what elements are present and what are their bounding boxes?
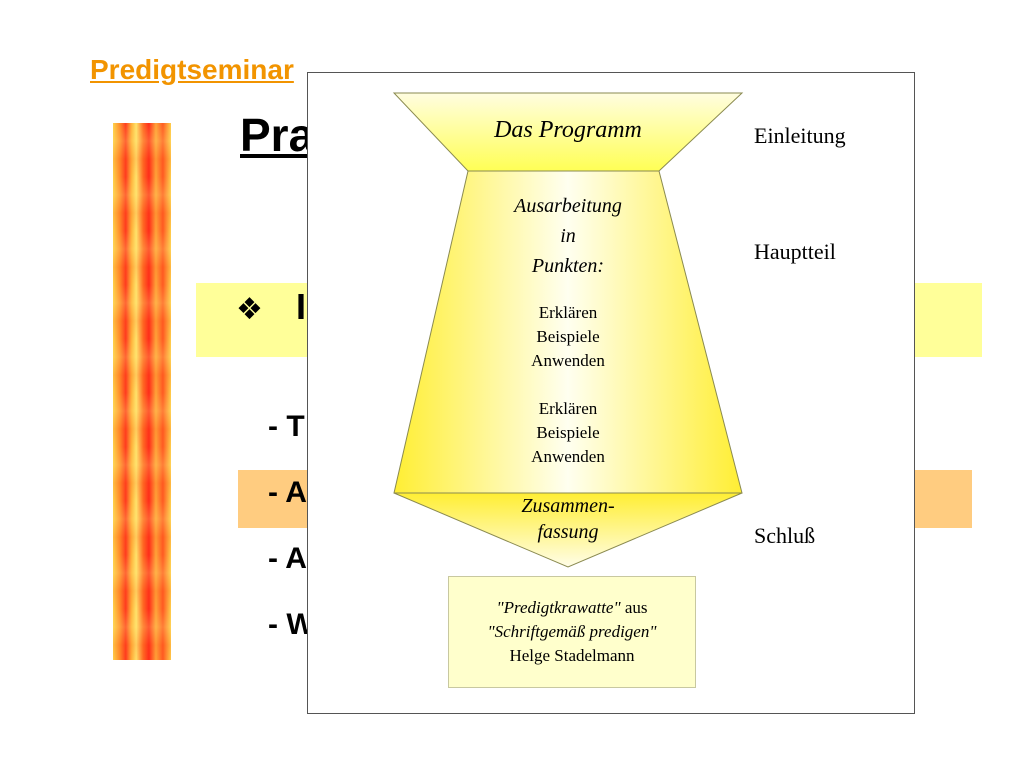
header-link[interactable]: Predigtseminar <box>90 54 294 85</box>
work-heading: Ausarbeitung in Punkten: <box>468 191 668 281</box>
diamond-bullet-icon: ❖ <box>236 292 263 327</box>
source-connector: aus <box>620 598 648 617</box>
list-item: Beispiele <box>536 327 600 346</box>
label-main: Hauptteil <box>754 239 836 264</box>
summary-line: Zusammen- <box>521 495 615 517</box>
label-intro: Einleitung <box>754 123 846 148</box>
funnel-title: Das Programm <box>494 117 642 143</box>
list-item: Erklären <box>538 303 598 322</box>
list-item: Anwenden <box>531 351 605 370</box>
work-heading-line: Punkten: <box>531 255 605 277</box>
work-heading-line: in <box>560 225 576 247</box>
flame-decoration <box>113 123 171 660</box>
work-list: Erklären Beispiele Anwenden <box>468 301 668 373</box>
sub-item: - W <box>268 608 308 641</box>
source-citation: "Predigtkrawatte" aus "Schriftgemäß pred… <box>448 576 696 688</box>
work-heading-line: Ausarbeitung <box>514 195 622 217</box>
sub-item: - A <box>268 476 307 509</box>
sub-item: - A <box>268 542 307 575</box>
list-item: Erklären <box>538 399 598 418</box>
bullet-text: I <box>296 286 307 327</box>
source-author: Helge Stadelmann <box>509 646 635 665</box>
sub-item: - T <box>268 410 305 443</box>
summary-line: fassung <box>537 521 599 543</box>
summary-text: Zusammen- fassung <box>468 493 668 545</box>
funnel-bottom-section <box>393 492 743 568</box>
funnel-graphic <box>392 92 744 568</box>
source-book: "Schriftgemäß predigen" <box>487 622 657 641</box>
work-list: Erklären Beispiele Anwenden <box>468 397 668 469</box>
list-item: Beispiele <box>536 423 600 442</box>
slide-title: Pra <box>240 109 315 161</box>
source-line: "Predigtkrawatte" aus <box>496 596 647 620</box>
label-end: Schluß <box>754 523 816 548</box>
source-title: "Predigtkrawatte" <box>496 598 621 617</box>
list-item: Anwenden <box>531 447 605 466</box>
sermon-diagram-panel: Das Programm Ausarbeitung in Punkten: Er… <box>307 72 915 714</box>
